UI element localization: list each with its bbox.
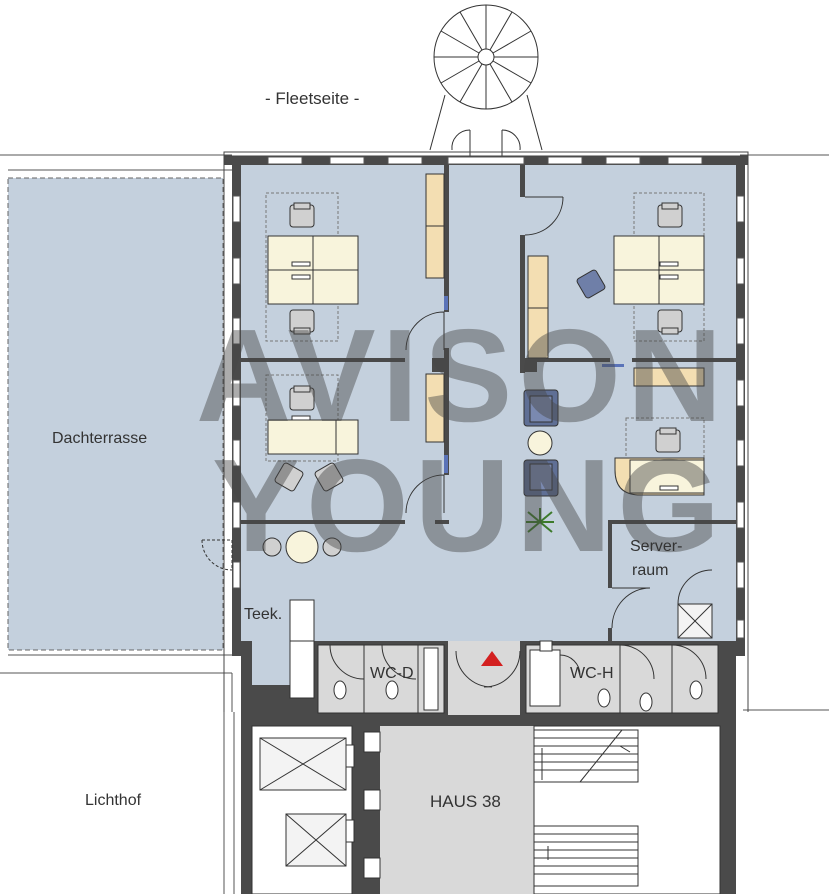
cabinet-top-left: [425, 173, 445, 279]
plant-icon: [526, 508, 554, 533]
terrace-area: [7, 177, 224, 651]
wc-women-label: WC-D: [370, 665, 414, 682]
toilet-icons-women: [333, 680, 399, 700]
spiral-staircase: [429, 4, 543, 160]
outer-context-lines: [0, 154, 829, 712]
lounge-chair-blue: [576, 269, 606, 299]
cabinet-top-right: [527, 255, 549, 359]
entrance-marker-icon: [481, 651, 503, 666]
kitchen-label: Teek.: [244, 606, 283, 623]
server-rack: [677, 569, 713, 639]
office-chairs-top-left: [289, 202, 315, 335]
lounge-seating: [523, 389, 559, 497]
courtyard-label: Lichthof: [85, 792, 142, 809]
server-room-label-2: raum: [632, 562, 669, 579]
server-room-label-1: Server-: [630, 538, 683, 555]
windows-right: [736, 195, 745, 639]
orientation-label: - Fleetseite -: [265, 89, 360, 108]
elevators: [259, 731, 381, 879]
meeting-table: [262, 530, 342, 564]
watermark-line-1: AVISON: [196, 302, 729, 449]
wc-men-label: WC-H: [570, 665, 614, 682]
toilet-icons-men: [539, 640, 703, 712]
watermark-line-2: YOUNG: [212, 432, 727, 579]
reception-desk: [614, 367, 705, 496]
windows-left: [232, 195, 241, 589]
windows-top: [267, 156, 703, 165]
desk-group-top-left: [265, 192, 359, 342]
interior-walls: [240, 165, 736, 641]
office-chairs-top-right: [657, 202, 683, 335]
wc-women-room: [317, 644, 445, 714]
desk-middle-left: [265, 374, 359, 462]
staircase: [533, 729, 639, 887]
cabinet-middle-left: [425, 373, 445, 443]
terrace-label: Dachterrasse: [52, 430, 148, 447]
office-chairs-middle-left: [274, 385, 344, 492]
door-swings: [201, 196, 651, 629]
core-label: HAUS 38: [430, 792, 501, 811]
reception-chair: [655, 427, 681, 453]
desk-group-top-right: [613, 192, 705, 342]
